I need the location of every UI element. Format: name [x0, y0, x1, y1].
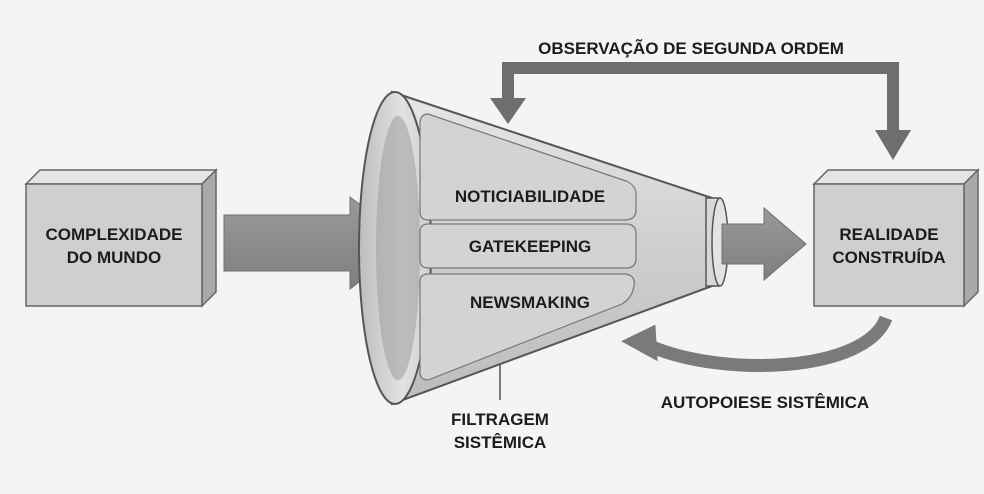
- box-left-line2: DO MUNDO: [67, 248, 161, 267]
- output-arrow: [721, 206, 807, 282]
- layer-band-gatekeeping: [419, 223, 637, 269]
- caption-line1: FILTRAGEM: [451, 410, 549, 429]
- layer-gatekeeping: GATEKEEPING: [469, 237, 591, 256]
- box-right-line1: REALIDADE: [839, 225, 938, 244]
- top-feedback-label: OBSERVAÇÃO DE SEGUNDA ORDEM: [538, 38, 844, 58]
- layer-band-noticiabilidade: [419, 113, 637, 221]
- box-right-line2: CONSTRUÍDA: [832, 248, 945, 267]
- box-left-line1: COMPLEXIDADE: [46, 225, 183, 244]
- layer-newsmaking: NEWSMAKING: [470, 293, 590, 312]
- box-realidade-construida: REALIDADE CONSTRUÍDA: [812, 168, 980, 308]
- layer-band-newsmaking: [419, 273, 635, 381]
- caption-line2: SISTÊMICA: [454, 433, 547, 452]
- box-complexidade-do-mundo: COMPLEXIDADE DO MUNDO: [24, 168, 218, 308]
- layer-noticiabilidade: NOTICIABILIDADE: [455, 187, 605, 206]
- filter-funnel: NOTICIABILIDADE GATEKEEPING NEWSMAKING: [358, 90, 729, 406]
- top-feedback-arrow: [490, 62, 911, 160]
- bottom-feedback-arrow: [621, 315, 893, 373]
- bottom-feedback-label: AUTOPOIESE SISTÊMICA: [661, 393, 869, 412]
